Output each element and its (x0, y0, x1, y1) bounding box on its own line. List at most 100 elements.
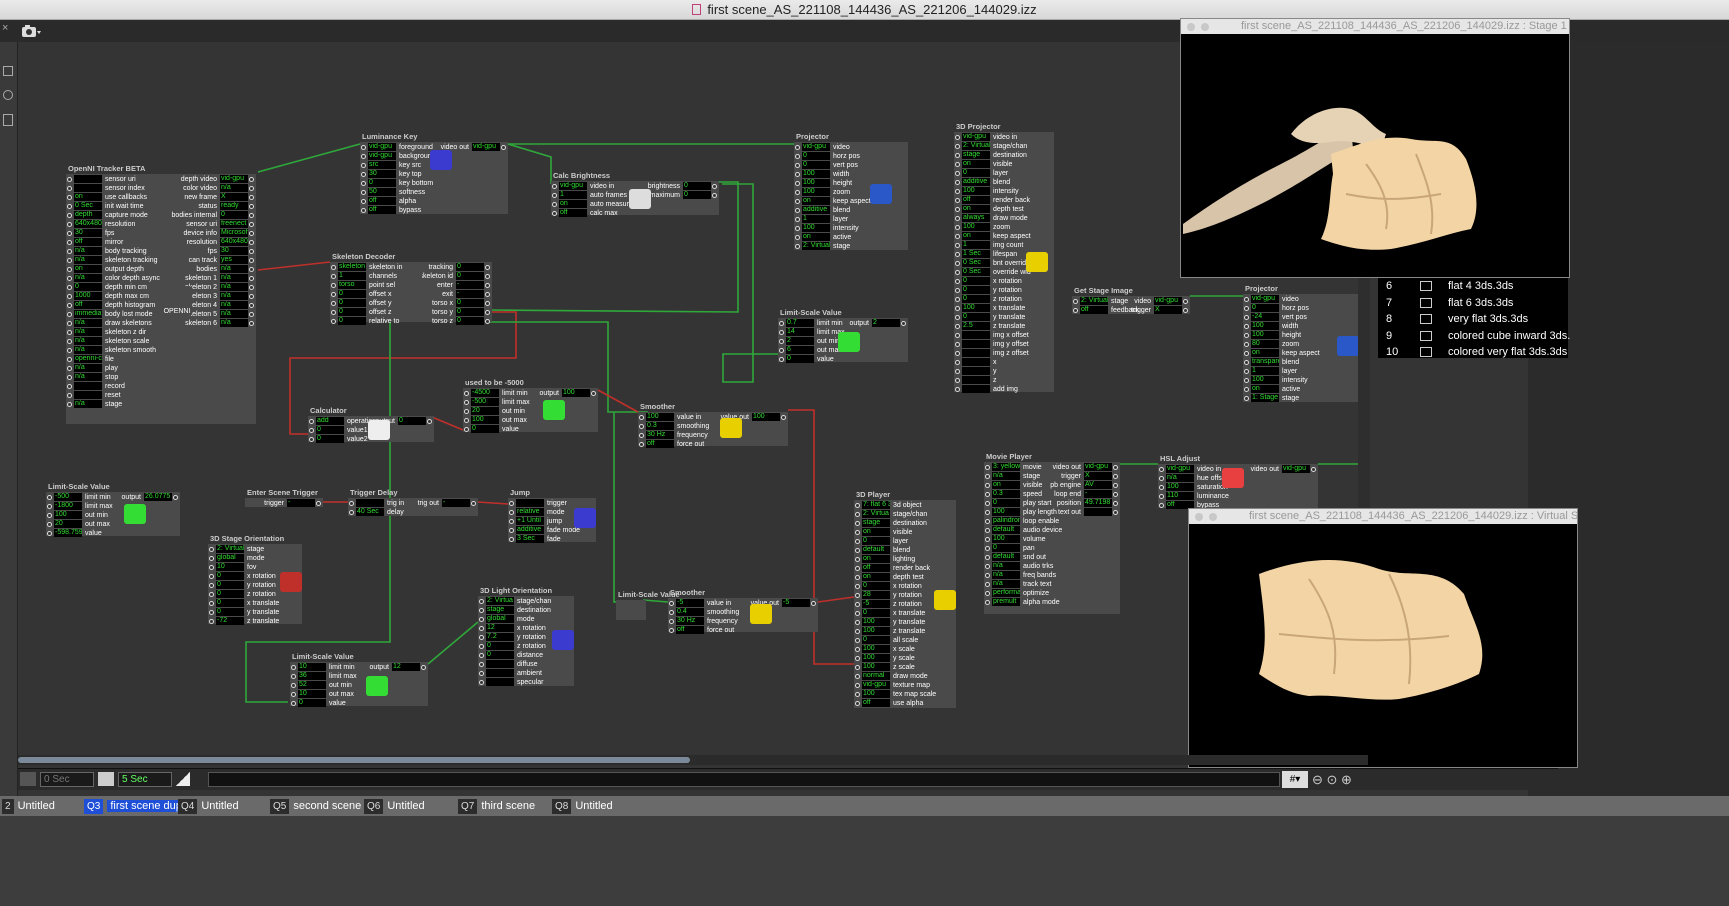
property-value[interactable] (516, 499, 544, 507)
port-dot[interactable] (485, 319, 490, 324)
property-value[interactable]: 2 (786, 337, 814, 345)
input-property[interactable]: y (954, 367, 1031, 376)
port-dot[interactable] (552, 193, 557, 198)
property-value[interactable]: vid-gpu (802, 143, 830, 151)
property-value[interactable]: 3 Sec (516, 535, 544, 543)
property-value[interactable]: transparen (1251, 358, 1279, 366)
port-dot[interactable] (1159, 494, 1164, 499)
property-value[interactable]: 7: flat 6 3 (862, 501, 890, 509)
property-value[interactable]: -1800 (54, 502, 82, 510)
property-value[interactable]: 0 (862, 537, 890, 545)
port-dot[interactable] (552, 202, 557, 207)
port-dot[interactable] (955, 315, 960, 320)
port-dot[interactable] (47, 504, 52, 509)
property-value[interactable]: 0 (862, 609, 890, 617)
grid-button[interactable]: #▾ (1282, 771, 1308, 788)
port-dot[interactable] (509, 501, 514, 506)
actor-title[interactable]: Limit-Scale Value (292, 652, 354, 661)
property-value[interactable]: 640x480 (220, 238, 248, 246)
property-value[interactable]: 0 (962, 295, 990, 303)
property-value[interactable]: 0 (471, 425, 499, 433)
port-dot[interactable] (67, 195, 72, 200)
actor-title[interactable]: Smoother (670, 588, 706, 597)
time-field-1[interactable]: 0 Sec (40, 772, 94, 787)
property-value[interactable]: 20 (471, 407, 499, 415)
port-dot[interactable] (67, 231, 72, 236)
port-dot[interactable] (331, 283, 336, 288)
port-dot[interactable] (361, 172, 366, 177)
property-value[interactable]: 100 (562, 389, 590, 397)
port-dot[interactable] (955, 198, 960, 203)
port-dot[interactable] (855, 566, 860, 571)
port-dot[interactable] (309, 419, 314, 424)
port-dot[interactable] (479, 608, 484, 613)
port-dot[interactable] (249, 294, 254, 299)
actor-title[interactable]: Enter Scene Trigger (247, 488, 318, 497)
property-value[interactable]: n/a (220, 292, 248, 300)
port-dot[interactable] (209, 592, 214, 597)
property-value[interactable]: 0 Sec (962, 259, 990, 267)
port-dot[interactable] (1244, 306, 1249, 311)
property-value[interactable]: 14 (786, 328, 814, 336)
port-dot[interactable] (985, 501, 990, 506)
port-dot[interactable] (67, 294, 72, 299)
property-value[interactable]: - (1084, 490, 1112, 498)
property-value[interactable]: 80 (1251, 340, 1279, 348)
property-value[interactable]: 36 (298, 672, 326, 680)
property-value[interactable]: off (1080, 306, 1108, 314)
port-dot[interactable] (67, 321, 72, 326)
port-dot[interactable] (669, 601, 674, 606)
port-dot[interactable] (955, 261, 960, 266)
property-value[interactable]: n/a (992, 580, 1020, 588)
port-dot[interactable] (1159, 467, 1164, 472)
port-dot[interactable] (955, 378, 960, 383)
port-dot[interactable] (485, 310, 490, 315)
property-value[interactable]: 100 (1251, 322, 1279, 330)
port-dot[interactable] (855, 629, 860, 634)
input-property[interactable]: img x offset (954, 331, 1031, 340)
property-value[interactable]: 0 (456, 272, 484, 280)
property-value[interactable]: 100 (802, 224, 830, 232)
property-value[interactable]: 0 (216, 608, 244, 616)
property-value[interactable]: 7.2 (486, 633, 514, 641)
property-value[interactable]: n/a (74, 328, 102, 336)
actor-lsv-mid[interactable]: Limit-Scale Value (616, 590, 680, 620)
port-dot[interactable] (67, 249, 72, 254)
port-dot[interactable] (1244, 351, 1249, 356)
window-minimize-button[interactable] (1201, 23, 1209, 31)
input-property[interactable]: specular (478, 678, 551, 687)
property-value[interactable]: 100 (862, 654, 890, 662)
property-value[interactable]: 2: Virtual (1080, 297, 1108, 305)
port-dot[interactable] (249, 195, 254, 200)
port-dot[interactable] (779, 330, 784, 335)
property-value[interactable] (74, 382, 102, 390)
port-dot[interactable] (955, 306, 960, 311)
property-value[interactable]: n/a (74, 364, 102, 372)
